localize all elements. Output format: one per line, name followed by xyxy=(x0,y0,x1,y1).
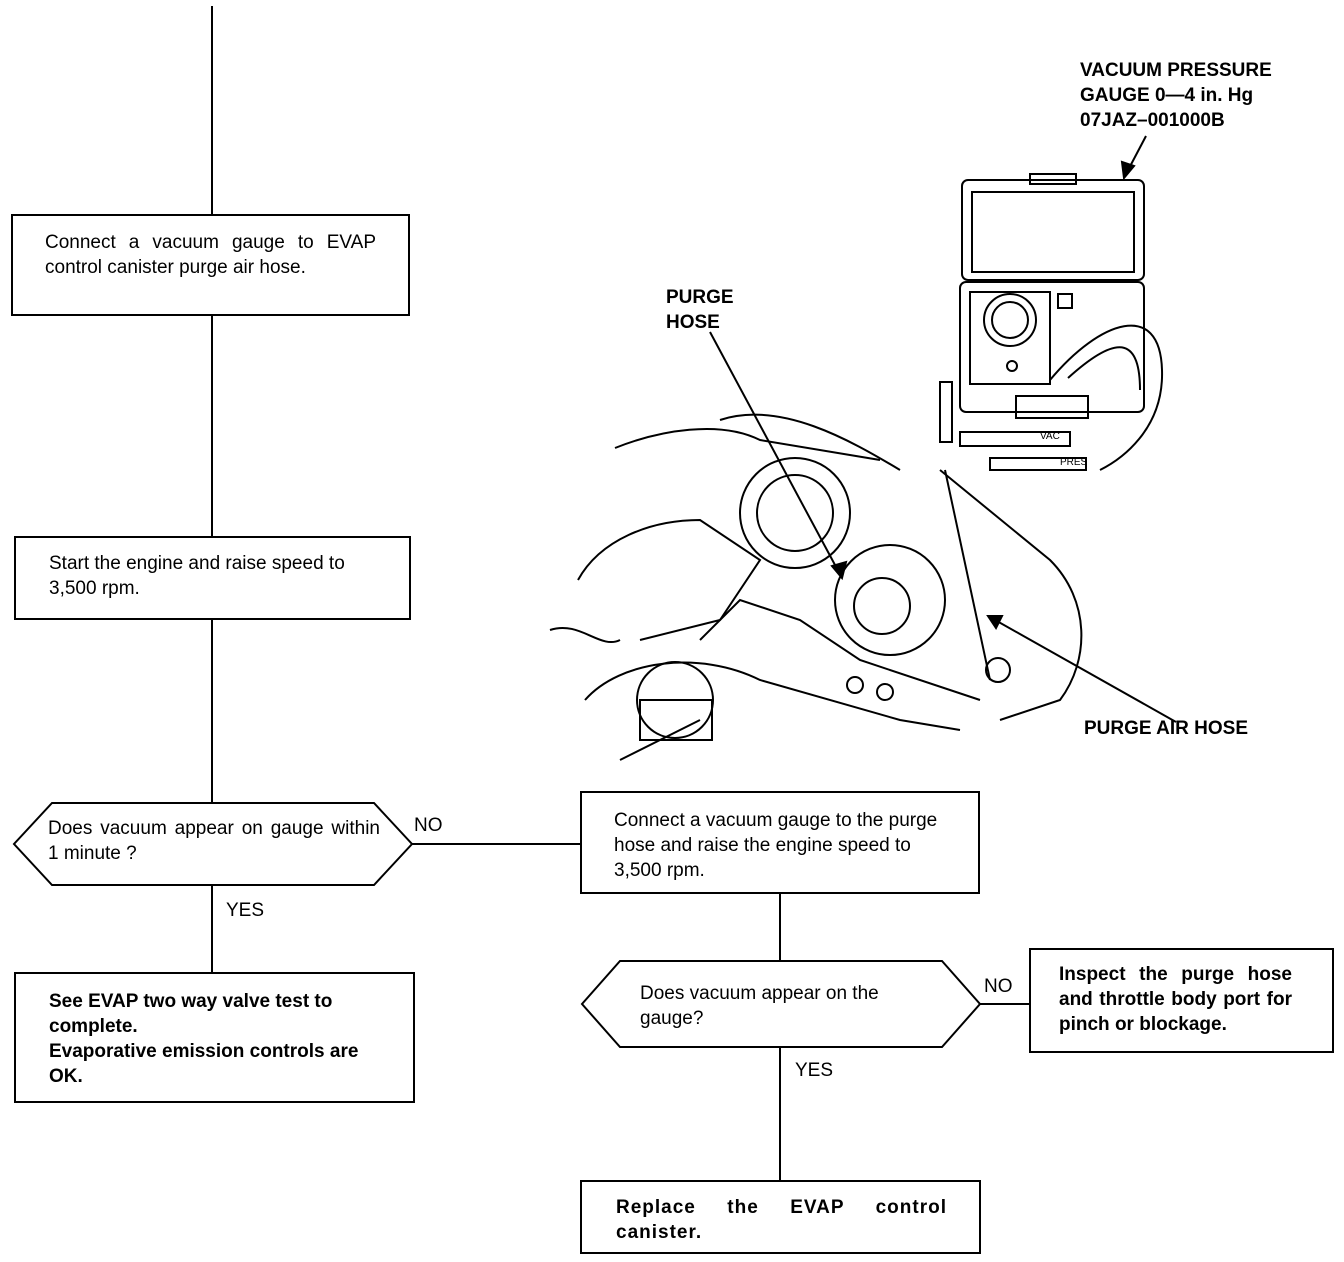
purge-air-hose-leader xyxy=(987,615,1177,723)
branch-no-2: NO xyxy=(984,976,1013,997)
step-connect-purge-text: Connect a vacuum gauge to the purge hose… xyxy=(614,810,938,881)
branch-yes-2: YES xyxy=(795,1060,834,1081)
step-inspect-text: Inspect the purge hose and throttle body… xyxy=(1059,964,1292,1035)
decision-vacuum-1min-label: Does vacuum appear on gauge within 1 min… xyxy=(48,818,380,864)
callout-purge-hose: PURGE HOSE xyxy=(666,287,734,333)
tag-vac: VAC xyxy=(1040,431,1060,442)
step-replace: Replace the EVAP control canister. xyxy=(580,1180,981,1254)
step-start-engine: Start the engine and raise speed to 3,50… xyxy=(14,536,411,620)
step-start-engine-text: Start the engine and raise speed to 3,50… xyxy=(49,553,345,599)
purge-hose-leader xyxy=(709,331,843,579)
step-connect-canister: Connect a vacuum gauge to EVAP control c… xyxy=(11,214,410,316)
branch-yes-1: YES xyxy=(226,900,265,921)
step-replace-text: Replace the EVAP control canister. xyxy=(616,1197,947,1243)
step-connect-purge: Connect a vacuum gauge to the purge hose… xyxy=(580,791,980,894)
callout-vacuum-gauge: VACUUM PRESSURE GAUGE 0—4 in. Hg 07JAZ–0… xyxy=(1080,60,1272,131)
engine-illustration xyxy=(549,413,1083,761)
decision-vacuum-gauge-label: Does vacuum appear on the gauge? xyxy=(640,983,879,1029)
decision-vacuum-gauge-text: Does vacuum appear on the gauge? xyxy=(640,981,940,1031)
step-connect-canister-text: Connect a vacuum gauge to EVAP control c… xyxy=(45,232,376,278)
step-see-two-way-line2: Evaporative emission controls are OK. xyxy=(49,1041,359,1087)
branch-no-1: NO xyxy=(414,815,443,836)
vacuum-gauge-illustration xyxy=(939,173,1164,471)
tag-pres: PRES xyxy=(1060,457,1088,468)
step-see-two-way: See EVAP two way valve test to complete.… xyxy=(14,972,415,1103)
callout-purge-air-hose: PURGE AIR HOSE xyxy=(1084,718,1248,739)
step-inspect: Inspect the purge hose and throttle body… xyxy=(1029,948,1334,1053)
decision-diamond-2 xyxy=(580,960,982,1048)
decision-vacuum-1min-text: Does vacuum appear on gauge within 1 min… xyxy=(48,816,380,866)
step-see-two-way-line1: See EVAP two way valve test to complete. xyxy=(49,991,333,1037)
decision-diamond-1 xyxy=(12,802,414,886)
